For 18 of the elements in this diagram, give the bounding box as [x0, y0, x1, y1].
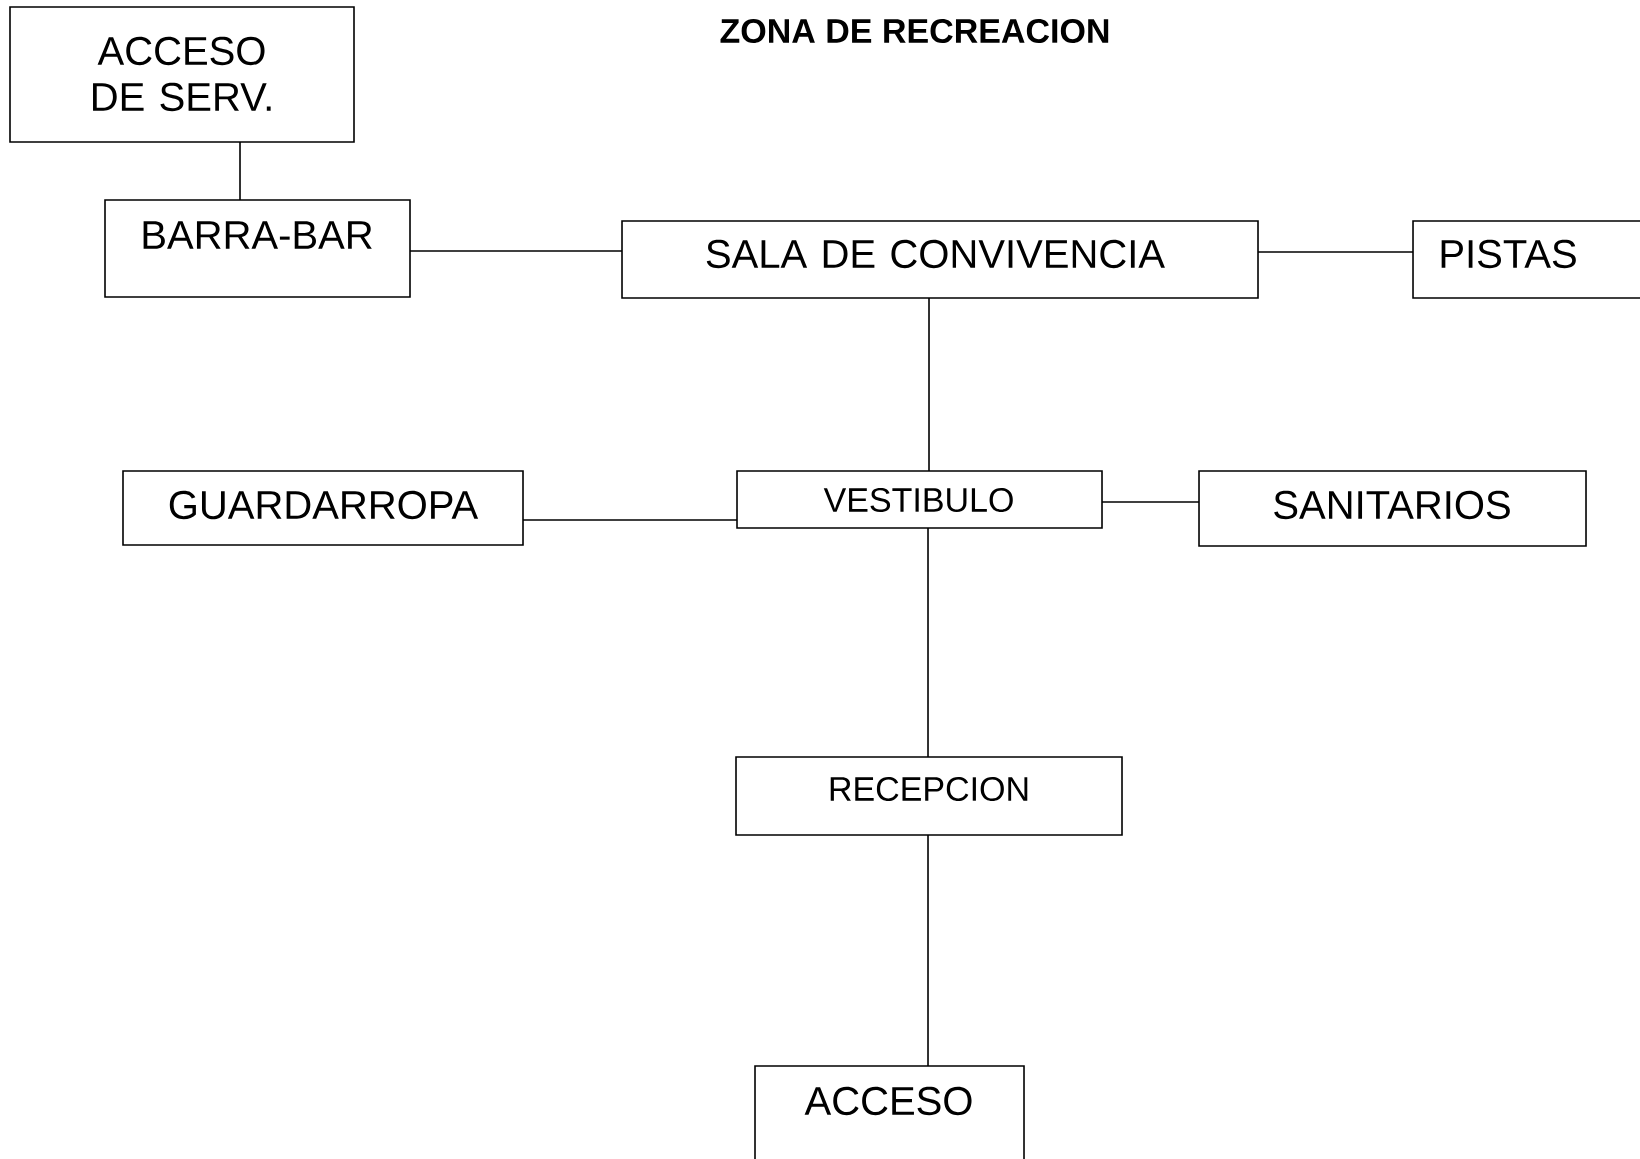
room-box: RECEPCION [735, 756, 1123, 836]
connector-line [927, 834, 929, 1067]
room-box: ACCESO DE SERV. [9, 6, 355, 143]
connector-line [522, 519, 738, 521]
connector-line [239, 141, 241, 201]
room-box: SALA DE CONVIVENCIA [621, 220, 1259, 299]
room-box: VESTIBULO [736, 470, 1103, 529]
room-box: BARRA-BAR [104, 199, 411, 298]
connector-line [927, 527, 929, 758]
room-box: ACCESO [754, 1065, 1025, 1159]
room-box: PISTAS [1412, 220, 1640, 299]
connector-line [1257, 251, 1414, 253]
room-box: GUARDARROPA [122, 470, 524, 546]
room-box: SANITARIOS [1198, 470, 1587, 547]
connector-line [1101, 501, 1200, 503]
connector-line [409, 250, 623, 252]
title: ZONA DE RECREACION [720, 18, 1109, 44]
connector-line [928, 297, 930, 472]
